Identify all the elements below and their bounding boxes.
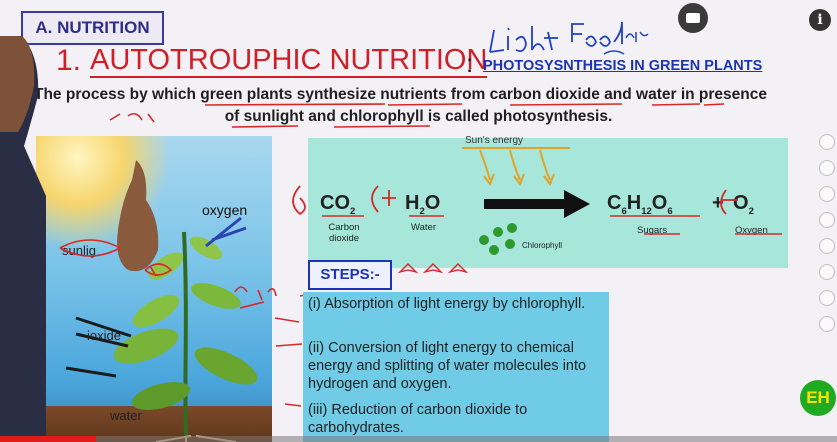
camera-glyph [686, 13, 700, 23]
co2-formula: CO2 [320, 192, 356, 217]
reaction-arrow [484, 190, 590, 218]
steps-label: STEPS:- [308, 260, 392, 290]
o2-formula: O2 [733, 192, 754, 217]
title-number: 1. [56, 44, 82, 77]
section-badge: A. NUTRITION [21, 11, 164, 45]
chlorophyll-dots [479, 223, 517, 255]
sun-energy-arrows [462, 147, 570, 187]
h2o-formula: H2O [405, 192, 441, 217]
step-item-3: (iii) Reduction of carbon dioxide to car… [308, 402, 528, 436]
carbon-dioxide-caption: Carbon dioxide [328, 222, 360, 244]
presenter [0, 36, 46, 442]
steps-panel [303, 292, 609, 442]
side-tool-icon-2[interactable] [819, 160, 835, 176]
plus-sign: + [712, 192, 724, 214]
presenter-hand [117, 160, 159, 272]
page-subtitle: PHOTOSYSNTHESIS IN GREEN PLANTS [483, 58, 763, 74]
chlorophyll-caption: Chlorophyll [522, 241, 563, 250]
video-progress-bar[interactable] [0, 436, 837, 442]
page-title: AUTOTROUPHIC NUTRITION [90, 44, 488, 78]
intro-line-1: The process by which green plants synthe… [34, 86, 767, 103]
carbon-dioxide-label: ioxide [87, 328, 121, 343]
intro-line-2: of sunlight and chlorophyll is called ph… [224, 108, 613, 125]
side-tool-icon-5[interactable] [819, 238, 835, 254]
sun-energy-label: Sun's energy [465, 135, 524, 146]
sunlight-label: sunlig [62, 243, 96, 258]
water-caption: Water [411, 222, 436, 233]
step-item-1: (i) Absorption of light energy by chloro… [308, 296, 586, 312]
pen-tool-icon[interactable] [819, 212, 835, 228]
handwritten-annotation [489, 21, 649, 55]
title-colon: : [466, 48, 474, 78]
oxygen-label: oxygen [202, 202, 248, 218]
side-tool-icon-8[interactable] [819, 316, 835, 332]
channel-logo: EH [800, 380, 836, 416]
side-tool-icon-1[interactable] [819, 134, 835, 150]
sugars-caption: Sugars [637, 225, 668, 236]
water-label: water [110, 408, 142, 423]
step-item-2: (ii) Conversion of light energy to chemi… [308, 340, 587, 392]
glucose-formula: C6H12O6 [607, 192, 673, 217]
info-icon[interactable]: i [809, 9, 831, 31]
oxygen-caption: Oxygen [735, 225, 768, 236]
side-tool-icon-6[interactable] [819, 264, 835, 280]
camera-icon[interactable] [678, 3, 708, 33]
plant-illustration [36, 136, 272, 442]
video-progress-fill [0, 436, 97, 442]
side-tool-icon-3[interactable] [819, 186, 835, 202]
side-tool-icon-7[interactable] [819, 290, 835, 306]
